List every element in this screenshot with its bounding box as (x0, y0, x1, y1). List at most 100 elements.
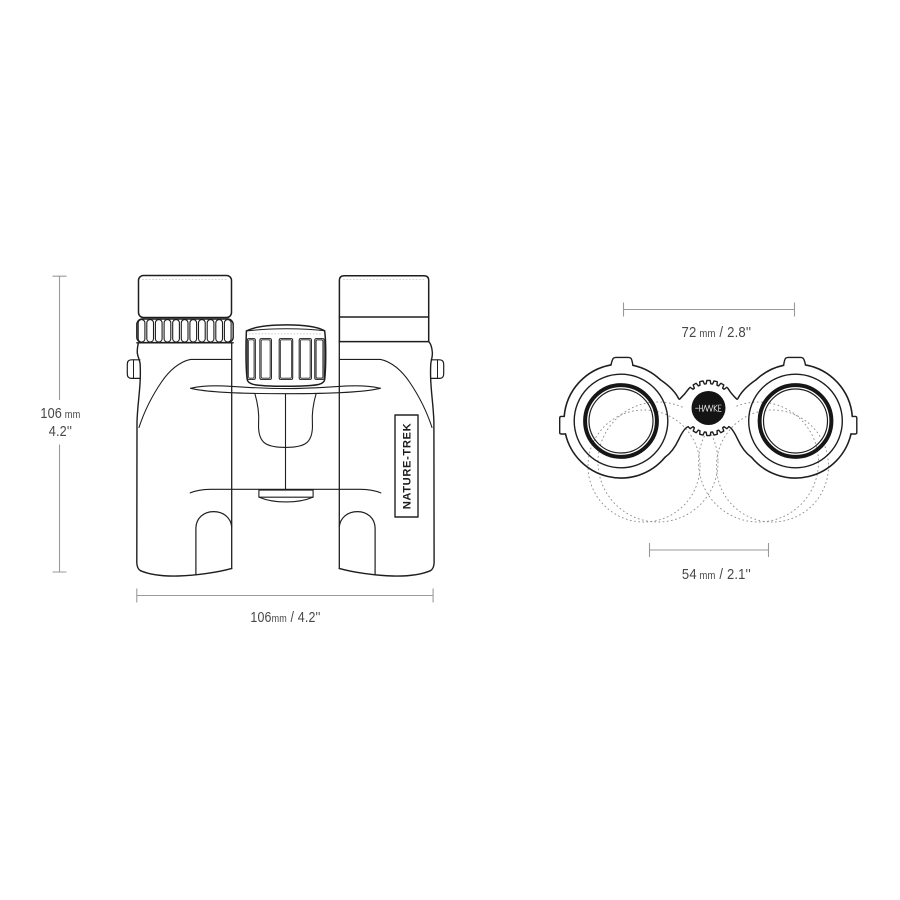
dim-front-height-text-line1: 106 mm (40, 405, 80, 421)
top-right-outer-arc-lower (750, 433, 852, 479)
front-objective-hinge-dish (258, 496, 314, 503)
knob-groove-inner (315, 339, 324, 379)
front-left-shoulder-sweep (138, 358, 233, 429)
front-view: NATURE-TREK (126, 274, 445, 577)
front-left-barrel-bottom (139, 567, 233, 577)
eyecup-rib (215, 319, 224, 343)
dim-top-folded-width-text: 54 mm / 2.1'' (682, 565, 751, 582)
dimensions: 106 mm 4.2'' 106mm / 4.2'' 72 mm / 2.8''… (40, 275, 796, 625)
logo-letter-e (718, 404, 722, 412)
eyecup-rib (172, 319, 180, 343)
eyecup-rib (154, 319, 163, 343)
knob-groove-outer (246, 338, 256, 380)
dim-front-height-imperial: 4.2'' (49, 423, 72, 439)
top-bridge-lower-left-curve (664, 425, 689, 459)
eyecup-rib (223, 319, 232, 343)
dim-top-folded-width-line (648, 543, 770, 557)
front-right-barrel (338, 340, 445, 577)
knob-groove-outer (259, 338, 272, 380)
top-right-outer-arc-inner (755, 364, 785, 381)
top-left-eyepiece (559, 356, 669, 479)
top-folded-guide-right-outer (716, 409, 829, 523)
top-left-outer-arc-lower (564, 433, 666, 479)
front-left-eyecup-ring (136, 318, 234, 344)
front-focus-knob (245, 324, 327, 387)
brand-logo-icon (695, 404, 722, 412)
front-knob-grooves (246, 338, 325, 380)
front-knob-crest-line (245, 328, 326, 332)
top-bridge (659, 378, 758, 459)
eyecup-rib (146, 319, 155, 343)
top-right-eyepiece (748, 356, 858, 479)
top-right-eyecup-ring (757, 383, 834, 459)
dim-top-eyepiece-width: 72 mm / 2.8'' (622, 302, 796, 341)
dim-top-folded-width: 54 mm / 2.1'' (648, 543, 770, 582)
front-objective-hinge-block (258, 489, 314, 498)
front-left-eyepiece (136, 274, 234, 344)
dim-top-eyepiece-width-value: 72 (682, 324, 697, 341)
top-left-diopter-tab (610, 356, 634, 366)
front-left-eyecup-ribs (137, 319, 232, 343)
front-left-thumb-arch (195, 511, 233, 576)
front-bottom-bridge (189, 488, 382, 503)
top-bridge-upper-left-curve (659, 378, 690, 400)
front-right-barrel-outer-edge (428, 340, 435, 572)
front-right-shoulder-sweep (338, 358, 433, 429)
knob-groove-outer (298, 338, 312, 380)
knob-groove-outer (314, 338, 325, 380)
dim-top-eyepiece-width-imperial: / 2.8'' (716, 324, 752, 341)
dim-front-height: 106 mm 4.2'' (40, 275, 80, 573)
front-hinge (254, 393, 317, 490)
front-left-barrel-outer-edge (136, 342, 142, 572)
eyecup-rib (137, 319, 146, 343)
eyecup-rib (189, 319, 198, 343)
dim-top-eyepiece-width-text: 72 mm / 2.8'' (682, 324, 752, 341)
top-left-outer-arc-upper (563, 364, 612, 418)
model-badge-label: NATURE-TREK (401, 423, 413, 510)
dim-top-folded-width-value: 54 (682, 565, 697, 582)
logo-letter-h (699, 404, 703, 412)
front-right-eyepiece (338, 274, 430, 343)
knob-groove-inner (248, 339, 255, 379)
dim-top-eyepiece-width-line (622, 302, 796, 317)
front-left-barrel (126, 342, 233, 577)
dim-front-width-unit: mm (272, 613, 287, 625)
eyecup-rib (163, 319, 172, 343)
front-left-lug-outline (126, 359, 141, 379)
dim-front-width: 106mm / 4.2'' (136, 588, 434, 625)
dim-top-folded-width-unit: mm (697, 571, 716, 583)
front-right-thumb-arch (338, 511, 376, 576)
top-left-outer-arc-inner (632, 364, 661, 381)
front-right-barrel-bottom (338, 567, 432, 577)
top-left-side-lug (559, 415, 567, 435)
top-bridge-lower-right-curve (728, 425, 753, 459)
dim-top-folded-width-imperial: / 2.1'' (716, 565, 751, 582)
front-left-eyecup-cap (137, 274, 233, 319)
model-badge-box (394, 414, 419, 518)
model-badge: NATURE-TREK (394, 414, 419, 518)
knob-groove-outer (278, 338, 294, 380)
top-bridge-upper-right-curve (727, 378, 758, 400)
top-folded-guide-left-barrel (597, 401, 719, 523)
front-right-strap-lug (430, 359, 445, 379)
knob-groove-inner (280, 339, 292, 379)
top-view: HAWKE (559, 356, 858, 523)
dim-front-height-text-line2: 4.2'' (49, 423, 72, 439)
front-left-strap-lug (126, 359, 141, 379)
front-right-lug-outline (430, 359, 445, 379)
top-focus-wheel: HAWKE (691, 391, 726, 425)
dim-front-width-imperial: / 4.2'' (287, 609, 321, 625)
top-left-eyecup-ring (583, 383, 659, 459)
logo-letter-k (713, 404, 718, 412)
eyecup-rib (197, 319, 206, 343)
top-right-lens-rim (762, 388, 829, 454)
front-top-bridge-upper-edge (190, 385, 381, 390)
top-focus-wheel-teeth-upper (688, 379, 729, 390)
top-right-outer-arc-upper (804, 364, 854, 418)
dim-front-height-value: 106 (40, 405, 62, 421)
eyecup-rib (206, 319, 215, 343)
knob-groove-inner (300, 339, 311, 379)
top-right-diopter-tab (782, 356, 807, 366)
knob-groove-inner (260, 339, 271, 379)
